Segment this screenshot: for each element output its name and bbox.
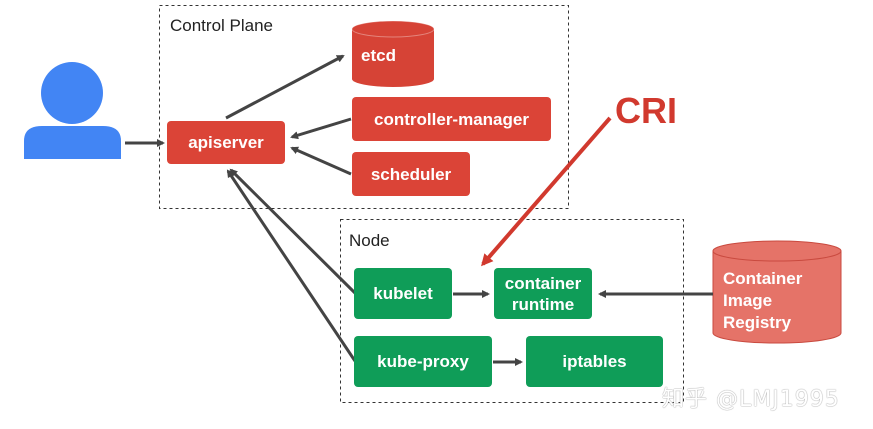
arrow-apiserver-to-etcd: [225, 54, 345, 120]
node-box: [340, 219, 684, 403]
etcd-label: etcd: [361, 46, 396, 65]
etcd-cylinder: [351, 20, 435, 87]
watermark: 知乎 @LMJ1995: [662, 387, 840, 412]
kubelet-box: kubelet: [354, 268, 452, 319]
container-image-registry-cylinder: [712, 240, 842, 344]
registry-label-line: Image: [723, 291, 773, 310]
cri-annotation: CRI: [615, 90, 677, 131]
control-plane-box: [159, 5, 569, 209]
arrow-cri: [481, 116, 612, 267]
registry-label: Container Image Registry: [723, 268, 802, 334]
arrow-kubelet-to-apiserver: [229, 168, 357, 295]
arrow-kube-proxy-to-apiserver: [226, 169, 357, 362]
container-runtime-box: container runtime: [494, 268, 592, 319]
arrow-scheduler-to-apiserver: [290, 146, 352, 176]
user-icon: [24, 62, 121, 159]
controller-manager-box: controller-manager: [352, 97, 551, 141]
registry-label-line: Container: [723, 269, 803, 288]
kube-proxy-box: kube-proxy: [354, 336, 492, 387]
control-plane-label: Control Plane: [170, 16, 274, 35]
node-label: Node: [349, 231, 390, 250]
scheduler-box: scheduler: [352, 152, 470, 196]
iptables-box: iptables: [526, 336, 663, 387]
registry-label-line: Registry: [723, 313, 792, 332]
apiserver-box: apiserver: [167, 121, 285, 164]
arrow-controller-manager-to-apiserver: [290, 117, 352, 140]
